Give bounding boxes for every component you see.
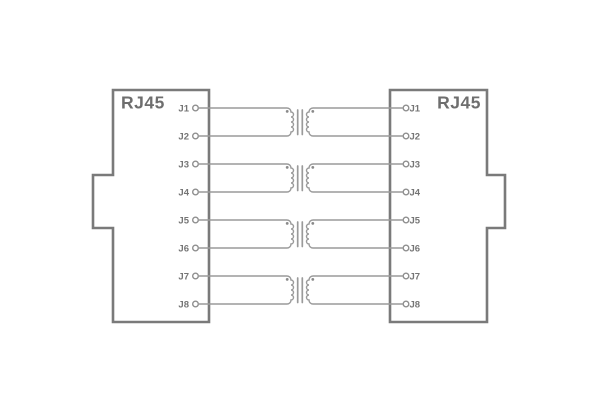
secondary-polarity-dot-icon — [311, 166, 315, 169]
left-pin-label: J3 — [178, 159, 189, 170]
left-pin-label: J5 — [178, 215, 189, 226]
right-pin-terminal-circle — [402, 272, 410, 280]
transformer-secondary-winding — [305, 163, 404, 193]
right-pin-terminal-circle — [402, 188, 410, 196]
right-pin-terminal-circle — [402, 216, 410, 224]
transformer-primary-winding — [197, 275, 295, 305]
left-rj45-label: RJ45 — [121, 93, 165, 113]
primary-polarity-dot-icon — [285, 278, 289, 281]
left-pin-terminal-circle — [191, 132, 199, 140]
right-pin-label: J6 — [410, 243, 421, 254]
transformer-primary-winding — [197, 219, 295, 249]
primary-polarity-dot-icon — [285, 166, 289, 169]
right-pin-label: J5 — [410, 215, 421, 226]
left-rj45-connector-outline — [91, 88, 211, 324]
right-pin-label: J3 — [410, 159, 421, 170]
left-pin-terminal-circle — [191, 244, 199, 252]
left-pin-terminal-circle — [191, 300, 199, 308]
left-pin-terminal-circle — [191, 160, 199, 168]
left-pin-label: J8 — [178, 299, 189, 310]
right-pin-label: J2 — [410, 131, 421, 142]
left-pin-terminal-circle — [191, 272, 199, 280]
isolation-transformer-symbol — [197, 107, 404, 137]
transformer-primary-winding — [197, 163, 295, 193]
left-pin-label: J1 — [178, 103, 189, 114]
left-pin-terminal-circle — [191, 216, 199, 224]
primary-polarity-dot-icon — [285, 222, 289, 225]
right-pin-label: J8 — [410, 299, 421, 310]
right-pin-terminal-circle — [402, 244, 410, 252]
right-pin-terminal-circle — [402, 132, 410, 140]
left-pin-terminal-circle — [191, 104, 199, 112]
transformer-secondary-winding — [305, 219, 404, 249]
isolation-transformer-symbol — [197, 275, 404, 305]
right-pin-terminal-circle — [402, 300, 410, 308]
right-rj45-connector-outline — [388, 88, 507, 324]
isolation-transformer-symbol — [197, 163, 404, 193]
isolation-transformer-symbol — [197, 219, 404, 249]
right-pin-label: J4 — [410, 187, 421, 198]
right-pin-terminal-circle — [402, 160, 410, 168]
left-pin-terminal-circle — [191, 188, 199, 196]
secondary-polarity-dot-icon — [311, 222, 315, 225]
transformer-secondary-winding — [305, 107, 404, 137]
right-pin-terminal-circle — [402, 104, 410, 112]
right-pin-label: J7 — [410, 271, 421, 282]
secondary-polarity-dot-icon — [311, 278, 315, 281]
transformer-primary-winding — [197, 107, 295, 137]
transformer-secondary-winding — [305, 275, 404, 305]
left-pin-label: J4 — [178, 187, 189, 198]
right-rj45-label: RJ45 — [437, 93, 481, 113]
left-pin-label: J7 — [178, 271, 189, 282]
left-pin-label: J6 — [178, 243, 189, 254]
right-pin-label: J1 — [410, 103, 421, 114]
secondary-polarity-dot-icon — [311, 110, 315, 113]
primary-polarity-dot-icon — [285, 110, 289, 113]
left-pin-label: J2 — [178, 131, 189, 142]
